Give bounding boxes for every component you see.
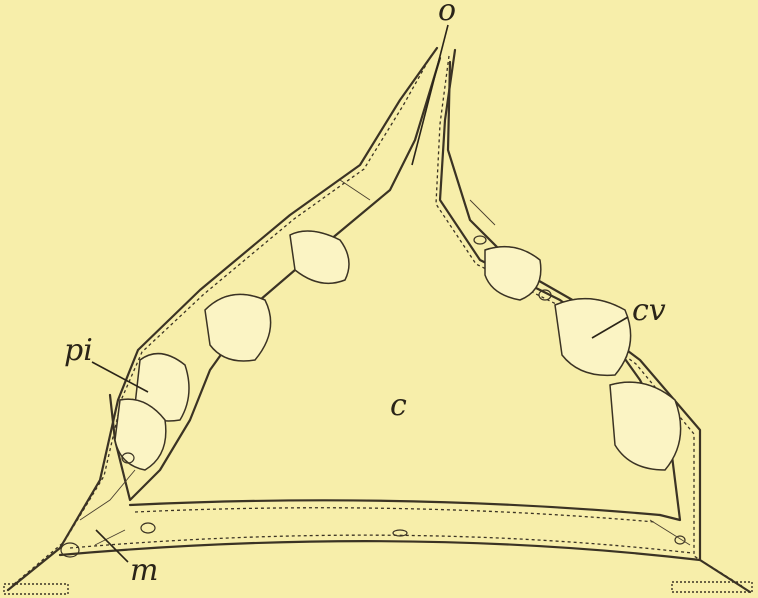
- left-gastric-pits: [115, 231, 349, 470]
- label-pi: pi: [64, 333, 93, 368]
- base-wall-upper: [130, 500, 660, 515]
- label-cv: cv: [632, 293, 666, 328]
- label-m: m: [130, 553, 158, 588]
- label-c: c: [390, 388, 407, 423]
- right-gastric-pits: [485, 247, 681, 470]
- left-pit-1: [290, 231, 349, 283]
- left-pit-2: [205, 294, 271, 361]
- right-foot-plate: [672, 582, 752, 592]
- label-o: o: [438, 0, 456, 28]
- right-pit-3: [610, 382, 681, 470]
- base-wall-cells: [70, 508, 692, 553]
